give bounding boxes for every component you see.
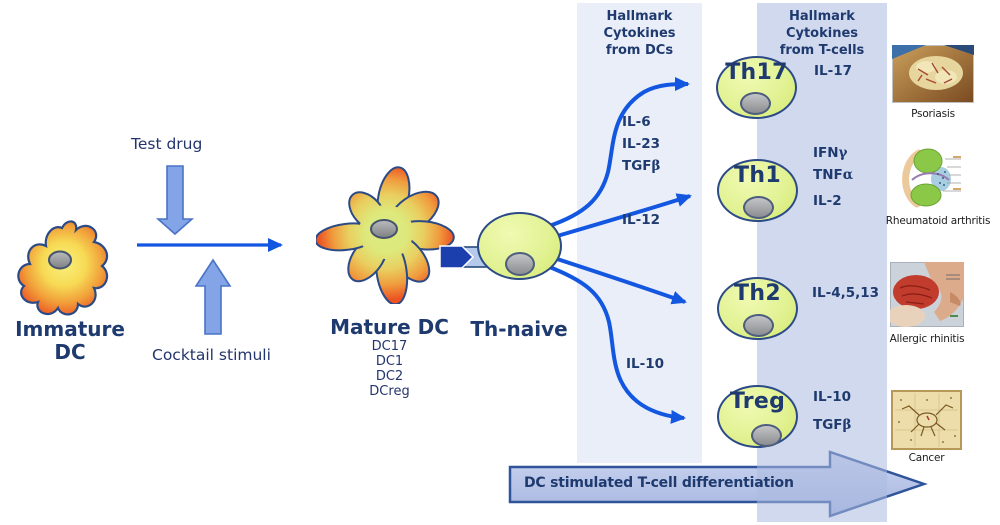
allergic-rhinitis-label: Allergic rhinitis: [889, 333, 965, 345]
connector-plug-icon: [439, 245, 475, 269]
immature-dc-label: Immature DC: [15, 317, 125, 364]
th17-label: Th17: [725, 60, 788, 85]
immature-dc-cell: [17, 220, 109, 316]
cytokine-il12: IL-12: [622, 212, 661, 228]
cancer-label: Cancer: [908, 452, 945, 464]
tcell-band-title: Hallmark Cytokines from T-cells: [779, 9, 865, 58]
th2-label: Th2: [734, 281, 781, 306]
arrow-to-treg: [546, 264, 686, 424]
th2-nucleus: [743, 314, 774, 337]
cancer-image: [891, 390, 962, 450]
mature-dc-nucleus: [370, 219, 398, 239]
mature-dc-label: Mature DC DC17 DC1 DC2 DCreg: [322, 315, 457, 399]
test-drug-label: Test drug: [131, 135, 203, 153]
dc-band-title: Hallmark Cytokines from DCs: [603, 9, 676, 58]
th2-cell: Th2: [717, 277, 798, 340]
dc-subtype-dc2: DC2: [375, 369, 404, 384]
th17-nucleus: [740, 92, 771, 115]
rheumatoid-arthritis-image: [897, 147, 964, 209]
allergic-rhinitis-image: [890, 262, 964, 327]
mature-dc-cell: [316, 166, 455, 304]
th-naive-cell: [477, 212, 562, 280]
th-naive-label: Th-naive: [470, 317, 568, 341]
cytokine-il10-treg: IL-10: [813, 389, 852, 405]
cytokine-tgfb-treg: TGFβ: [813, 417, 852, 433]
dc-subtype-dc1: DC1: [375, 354, 404, 369]
cytokine-tgfb: TGFβ: [622, 158, 661, 174]
cytokine-il23: IL-23: [622, 136, 661, 152]
cytokines-to-th17: IL-6 IL-23 TGFβ: [622, 111, 660, 177]
th-naive-nucleus: [505, 252, 535, 276]
immature-dc-nucleus: [48, 250, 72, 270]
rheumatoid-arthritis-label: Rheumatoid arthritis: [885, 215, 991, 227]
dc-subtype-dcreg: DCreg: [369, 384, 410, 399]
differentiation-arrow-label: DC stimulated T-cell differentiation: [524, 475, 794, 491]
cytokine-il6: IL-6: [622, 114, 651, 130]
psoriasis-label: Psoriasis: [911, 108, 955, 120]
cytokine-ifng: IFNγ: [813, 145, 848, 161]
cytokine-il17: IL-17: [814, 63, 853, 79]
th1-label: Th1: [734, 163, 781, 188]
cytokine-il10-dc: IL-10: [626, 356, 665, 372]
th1-cell: Th1: [717, 159, 798, 222]
dc-subtype-dc17: DC17: [371, 339, 408, 354]
th17-cell: Th17: [716, 56, 797, 119]
arrow-to-th17: [548, 77, 690, 228]
treg-nucleus: [751, 424, 782, 447]
cytokine-il4513: IL-4,5,13: [812, 285, 880, 301]
cocktail-stimuli-label: Cocktail stimuli: [152, 346, 271, 364]
treg-cell: Treg: [717, 385, 798, 448]
cytokine-il2: IL-2: [813, 193, 842, 209]
psoriasis-image: [892, 45, 974, 103]
test-drug-down-arrow-icon: [155, 165, 195, 236]
cytokine-tnfa: TNFα: [813, 167, 854, 183]
cocktail-up-arrow-icon: [194, 258, 232, 335]
arrow-to-th2: [550, 255, 687, 305]
treg-label: Treg: [729, 389, 786, 414]
th1-nucleus: [743, 196, 774, 219]
arrow-to-th1: [553, 193, 692, 239]
